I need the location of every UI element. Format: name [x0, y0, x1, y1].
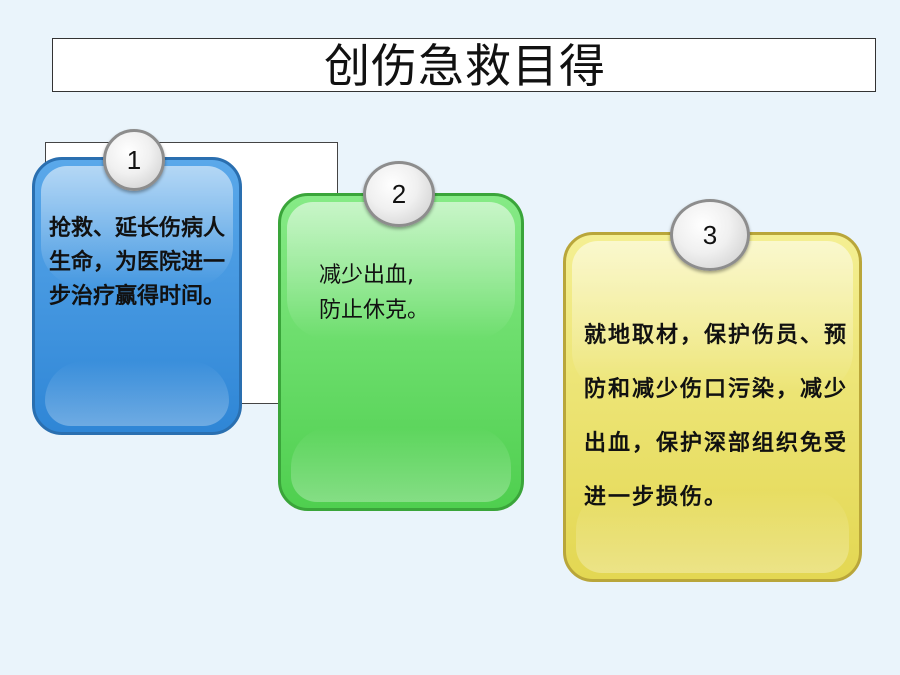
card-2-text: 减少出血, 防止休克。 [319, 263, 430, 323]
card-lowlight [45, 360, 229, 426]
card-3-number-badge: 3 [670, 199, 750, 271]
card-3: 就地取材，保护伤员、预防和减少伤口污染，减少出血，保护深部组织免受进一步损伤。 [563, 232, 862, 582]
title-box [52, 38, 876, 92]
card-1-text: 抢救、延长伤病人生命，为医院进一步治疗赢得时间。 [49, 216, 226, 309]
card-2: 减少出血, 防止休克。 [278, 193, 524, 511]
card-3-text: 就地取材，保护伤员、预防和减少伤口污染，减少出血，保护深部组织免受进一步损伤。 [584, 323, 849, 510]
slide-title: 创伤急救目得 [324, 39, 606, 93]
card-1-number-badge: 1 [103, 129, 165, 191]
card-2-number-badge: 2 [363, 161, 435, 227]
card-lowlight [291, 427, 511, 502]
card-1: 抢救、延长伤病人生命，为医院进一步治疗赢得时间。 [32, 157, 242, 435]
card-lowlight [576, 490, 849, 573]
